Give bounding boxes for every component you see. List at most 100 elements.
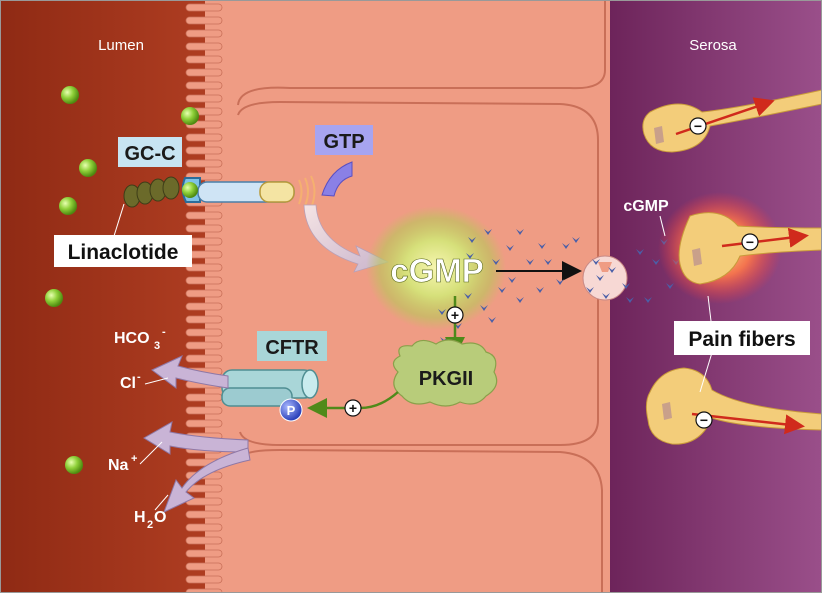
cgmp-particle bbox=[626, 297, 634, 303]
cgmp-particle bbox=[466, 253, 474, 259]
cgmp-particle bbox=[636, 249, 644, 255]
cgmp-particle bbox=[608, 267, 616, 273]
cgmp-particle bbox=[480, 305, 488, 311]
cgmp-particle bbox=[602, 293, 610, 299]
cgmp-glow bbox=[366, 206, 506, 330]
svg-text:−: − bbox=[694, 118, 702, 134]
cgmp-particle bbox=[498, 287, 506, 293]
cgmp-particle bbox=[538, 243, 546, 249]
cgmp-particle bbox=[492, 259, 500, 265]
cgmp-particle bbox=[506, 245, 514, 251]
cgmp-particle bbox=[526, 259, 534, 265]
microvillus bbox=[185, 575, 223, 584]
cgmp-particle bbox=[488, 317, 496, 323]
pain-fibers-label: Pain fibers bbox=[688, 328, 795, 351]
microvillus bbox=[185, 211, 223, 220]
pain-fiber-top: − bbox=[642, 89, 822, 153]
cgmp-particle bbox=[666, 283, 674, 289]
microvillus bbox=[185, 328, 223, 337]
cftr-channel: P bbox=[221, 369, 319, 422]
phosphate-ball bbox=[279, 398, 303, 422]
plus-marker-1: + bbox=[446, 306, 464, 324]
microvillus bbox=[185, 224, 223, 233]
hco3-label: HCO 3 - bbox=[114, 326, 166, 352]
cgmp-particle bbox=[536, 287, 544, 293]
gcc-receptor bbox=[123, 175, 316, 209]
gtp-molecule bbox=[321, 161, 353, 197]
microvillus bbox=[185, 341, 223, 350]
microvillus bbox=[185, 263, 223, 272]
phosphate-label: P bbox=[287, 403, 296, 418]
serosa-label: Serosa bbox=[689, 37, 737, 54]
microvillus bbox=[185, 29, 223, 38]
cgmp-particle bbox=[438, 309, 446, 315]
microvillus bbox=[185, 536, 223, 545]
linaclotide-label: Linaclotide bbox=[68, 241, 179, 264]
microvilli bbox=[185, 0, 245, 597]
microvillus bbox=[185, 133, 223, 142]
svg-text:-: - bbox=[137, 371, 141, 383]
ion-leader-lines bbox=[139, 377, 169, 511]
svg-text:-: - bbox=[162, 326, 166, 338]
gtp-to-cgmp-arrow bbox=[303, 204, 390, 273]
gtp-label-box: GTP bbox=[315, 125, 373, 155]
cgmp-particle bbox=[484, 229, 492, 235]
lumen-label: Lumen bbox=[98, 37, 144, 54]
svg-text:H: H bbox=[134, 509, 146, 526]
microvillus bbox=[185, 510, 223, 519]
cgmp-particle bbox=[508, 277, 516, 283]
cgmp-particle bbox=[516, 297, 524, 303]
cgmp-particle bbox=[516, 229, 524, 235]
cgmp-particle bbox=[652, 259, 660, 265]
gcc-label: GC-C bbox=[124, 143, 175, 165]
svg-text:Na: Na bbox=[108, 457, 129, 474]
pkgii-label: PKGII bbox=[419, 368, 473, 390]
microvillus bbox=[185, 406, 223, 415]
cgmp-main-label: cGMP bbox=[390, 252, 484, 289]
microvillus bbox=[185, 393, 223, 402]
microvillus bbox=[185, 42, 223, 51]
gtp-label: GTP bbox=[323, 131, 364, 153]
cgmp-particle bbox=[592, 259, 600, 265]
microvillus bbox=[185, 523, 223, 532]
na-label: Na + bbox=[108, 453, 137, 474]
microvillus bbox=[185, 354, 223, 363]
cgmp-particle bbox=[464, 293, 472, 299]
svg-text:HCO: HCO bbox=[114, 330, 150, 347]
pkgii-enzyme: PKGII bbox=[392, 339, 498, 407]
cgmp-particle bbox=[596, 275, 604, 281]
cgmp-particle bbox=[644, 297, 652, 303]
microvillus bbox=[185, 562, 223, 571]
microvillus bbox=[185, 419, 223, 428]
cgmp-particle bbox=[562, 243, 570, 249]
microvillus bbox=[185, 315, 223, 324]
cgmp-transporter bbox=[582, 255, 628, 301]
lumen-region bbox=[0, 0, 215, 593]
microvillus bbox=[185, 16, 223, 25]
linaclotide-molecules bbox=[45, 86, 199, 474]
pain-fibers-label-box: Pain fibers bbox=[674, 321, 810, 355]
cl-label: Cl - bbox=[120, 371, 141, 392]
microvillus bbox=[185, 68, 223, 77]
microvillus bbox=[185, 302, 223, 311]
pain-fiber-middle: − bbox=[658, 192, 822, 304]
svg-text:O: O bbox=[154, 509, 166, 526]
microvillus bbox=[185, 549, 223, 558]
microvillus bbox=[185, 276, 223, 285]
cgmp-particle bbox=[572, 237, 580, 243]
h2o-label: H 2 O bbox=[134, 509, 166, 531]
linaclotide-label-box: Linaclotide bbox=[54, 235, 192, 267]
cgmp-particle bbox=[556, 279, 564, 285]
microvillus bbox=[185, 3, 223, 12]
svg-text:Cl: Cl bbox=[120, 375, 136, 392]
svg-text:3: 3 bbox=[154, 340, 160, 352]
microvillus bbox=[185, 81, 223, 90]
svg-text:2: 2 bbox=[147, 519, 153, 531]
plus-marker-2: + bbox=[344, 399, 362, 417]
gcc-label-box: GC-C bbox=[118, 137, 182, 167]
cgmp-particle bbox=[622, 283, 630, 289]
cftr-label-box: CFTR bbox=[257, 331, 327, 361]
svg-text:+: + bbox=[349, 400, 357, 416]
cgmp-serosa-label: cGMP bbox=[623, 198, 669, 215]
